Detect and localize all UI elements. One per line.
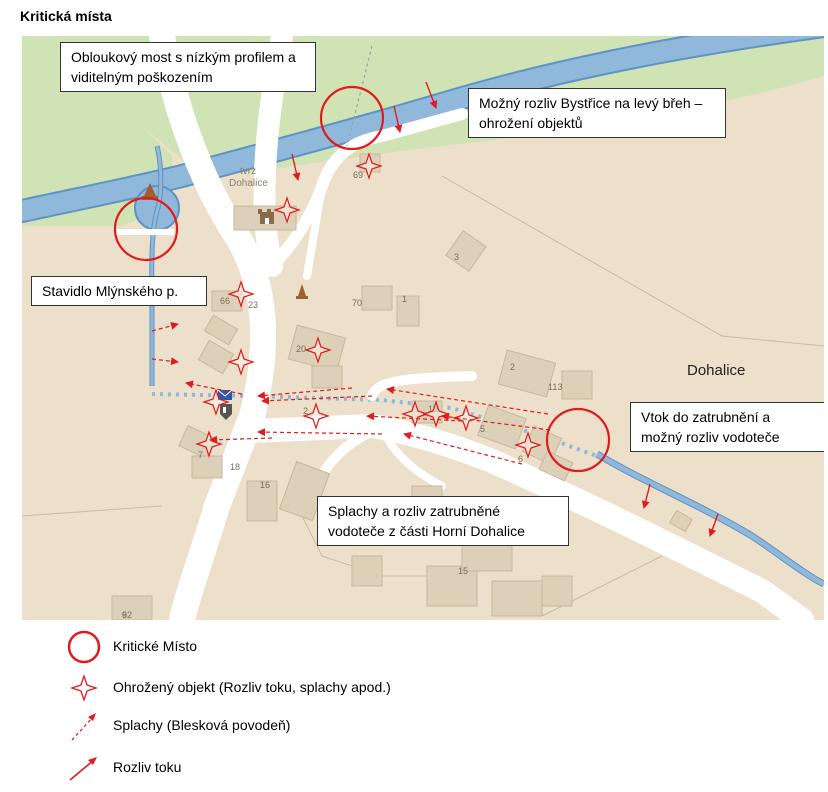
- house-number: 18: [230, 462, 240, 472]
- threatened-object-marker[interactable]: [514, 431, 542, 459]
- critical-point-marker[interactable]: [113, 196, 179, 262]
- threatened-object-marker[interactable]: [227, 280, 255, 308]
- critical-point-marker[interactable]: [319, 85, 385, 151]
- threatened-object-marker[interactable]: [422, 400, 450, 428]
- critical-point-marker[interactable]: [545, 407, 611, 473]
- house-number: 70: [352, 298, 362, 308]
- overflow-arrow: [291, 153, 301, 181]
- threatened-object-marker[interactable]: [355, 152, 383, 180]
- runoff-arrow: [151, 357, 179, 366]
- callout-vtok: Vtok do zatrubnění a možný rozliv vodote…: [630, 402, 824, 452]
- house-number: 5: [480, 424, 485, 434]
- house-number: 9: [122, 610, 127, 620]
- legend-row-critical: Kritické Místo: [66, 629, 486, 665]
- runoff-arrow: [261, 395, 373, 405]
- threatened-object-marker[interactable]: [452, 404, 480, 432]
- house-number: 1: [402, 294, 407, 304]
- legend-label-threat: Ohrožený objekt (Rozliv toku, splachy ap…: [113, 679, 391, 695]
- overflow-arrow: [641, 483, 651, 509]
- dashed-arrow-icon: [71, 713, 96, 741]
- house-number: 2: [510, 362, 515, 372]
- overflow-arrow: [425, 81, 438, 109]
- landmark-label-line1: tvrz: [240, 166, 256, 177]
- map-view[interactable]: tvrz Dohalice 69 3 66 23 70 1 20 2 113 2 19 5 6 7 18 16…: [22, 36, 824, 620]
- callout-stavidlo: Stavidlo Mlýnského p.: [31, 276, 207, 306]
- monument-icon: [296, 284, 308, 299]
- runoff-arrow: [151, 321, 179, 332]
- legend-label-critical: Kritické Místo: [113, 638, 198, 654]
- legend-row-threat: Ohrožený objekt (Rozliv toku, splachy ap…: [66, 670, 486, 706]
- house-numbers: 69 3 66 23 70 1 20 2 113 2 19 5 6 7 18 16 15 962: [122, 170, 562, 620]
- runoff-arrow: [209, 435, 273, 444]
- runoff-arrow: [257, 387, 353, 400]
- house-number: 66: [220, 296, 230, 306]
- threatened-object-marker[interactable]: [202, 388, 230, 416]
- runoff-arrow: [185, 380, 243, 395]
- house-number: 113: [548, 382, 562, 392]
- house-number: 69: [353, 170, 363, 180]
- landmark-label-line2: Dohalice: [229, 178, 268, 189]
- threatened-object-marker[interactable]: [227, 348, 255, 376]
- legend-label-overflow: Rozliv toku: [113, 759, 182, 775]
- legend-row-overflow: Rozliv toku: [66, 750, 486, 786]
- overflow-arrow: [708, 513, 719, 537]
- threat-stars: [195, 152, 542, 459]
- critical-circles: [113, 85, 611, 473]
- solid-arrow-icon: [69, 757, 97, 781]
- house-number: 16: [260, 480, 270, 490]
- dashed-arrows: [151, 321, 551, 465]
- threatened-object-marker[interactable]: [401, 400, 429, 428]
- house-number: 62: [122, 610, 132, 620]
- threatened-object-marker[interactable]: [273, 196, 301, 224]
- house-number: 3: [454, 252, 459, 262]
- runoff-arrow: [403, 431, 523, 465]
- runoff-arrow: [386, 386, 549, 415]
- four-point-star-icon: [69, 673, 99, 703]
- house-number: 2: [303, 406, 308, 416]
- threatened-object-marker[interactable]: [304, 336, 332, 364]
- house-number: 15: [458, 566, 468, 576]
- threatened-object-marker[interactable]: [302, 402, 330, 430]
- legend-row-runoff: Splachy (Blesková povodeň): [66, 708, 486, 744]
- callout-splachy: Splachy a rozliv zatrubněné vodoteče z č…: [317, 496, 569, 546]
- town-label: Dohalice: [687, 362, 746, 379]
- overflow-arrow: [393, 105, 403, 133]
- castle-icon: [258, 209, 274, 224]
- house-number: 7: [198, 450, 203, 460]
- critical-circle-icon: [67, 630, 101, 664]
- house-number: 19: [428, 404, 438, 414]
- callout-bystrice: Možný rozliv Bystřice na levý břeh – ohr…: [468, 88, 726, 138]
- house-number: 23: [248, 300, 258, 310]
- house-number: 20: [296, 344, 306, 354]
- house-number: 6: [518, 454, 523, 464]
- buildings: [111, 153, 693, 620]
- solid-arrows: [291, 81, 719, 537]
- callout-bridge: Obloukový most s nízkým profilem a vidit…: [60, 42, 316, 92]
- legend-label-runoff: Splachy (Blesková povodeň): [113, 717, 291, 733]
- page-title: Kritická místa: [20, 8, 112, 24]
- mail-icon: [217, 389, 233, 400]
- shield-icon: [220, 404, 232, 420]
